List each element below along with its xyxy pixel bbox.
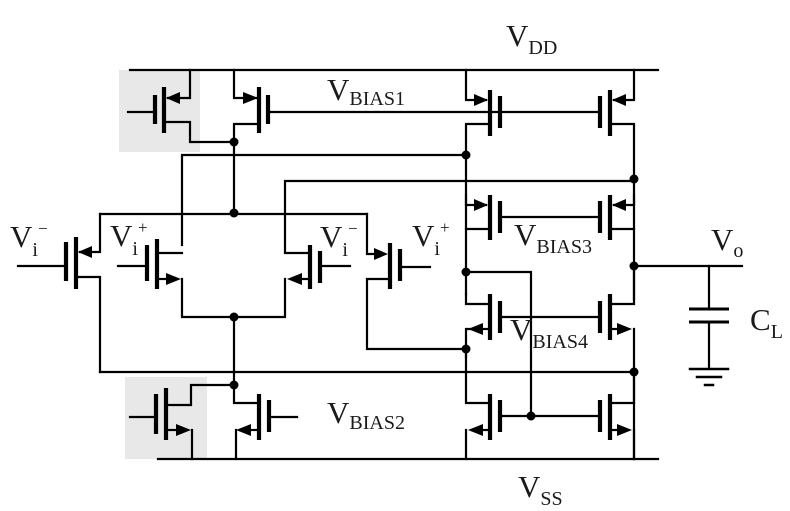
nmos-tail-bottom	[232, 383, 299, 461]
node-dot	[629, 174, 639, 184]
wire-mirror-gate	[464, 270, 533, 417]
pmos-cascode-right	[597, 193, 636, 240]
ground-icon	[688, 367, 730, 387]
pmos-tail-top	[232, 68, 271, 216]
label-vin-plus-right: Vi+	[412, 218, 450, 260]
nmos-load-bottom-right	[597, 370, 636, 461]
load-capacitor	[689, 264, 729, 371]
label-vbias3: VBIAS3	[514, 217, 592, 258]
label-vbias4: VBIAS4	[510, 312, 588, 353]
pmos-input-right	[365, 212, 468, 351]
node-dot	[461, 150, 471, 160]
label-vss: VSS	[518, 469, 563, 510]
nmos-bias-bottom-shaded	[128, 383, 236, 461]
label-cload: CL	[750, 302, 783, 343]
label-vin-minus-left: Vi−	[10, 219, 48, 261]
pmos-input-left	[16, 212, 102, 374]
label-vbias2: VBIAS2	[327, 395, 405, 434]
label-vin-minus-right: Vi−	[320, 219, 358, 261]
node-dot	[461, 267, 471, 277]
label-vin-plus-left: Vi+	[110, 218, 148, 260]
node-dot	[229, 137, 239, 147]
pmos-bias-top-shaded	[126, 68, 236, 144]
nmos-load-bottom-left	[464, 347, 503, 461]
label-vout: Vo	[711, 222, 743, 262]
nmos-input-left	[116, 239, 287, 319]
pmos-cascode-left	[464, 193, 503, 240]
label-vbias1: VBIAS1	[327, 72, 405, 110]
node-dot	[229, 208, 239, 218]
node-dot	[526, 411, 536, 421]
wire-nin-right-drain	[283, 179, 636, 254]
nmos-input-right	[283, 245, 352, 289]
pmos-load-top-right	[597, 68, 636, 301]
nmos-cascode-left	[464, 292, 503, 359]
label-vdd: VDD	[506, 18, 557, 59]
pmos-load-top-left	[464, 68, 503, 296]
